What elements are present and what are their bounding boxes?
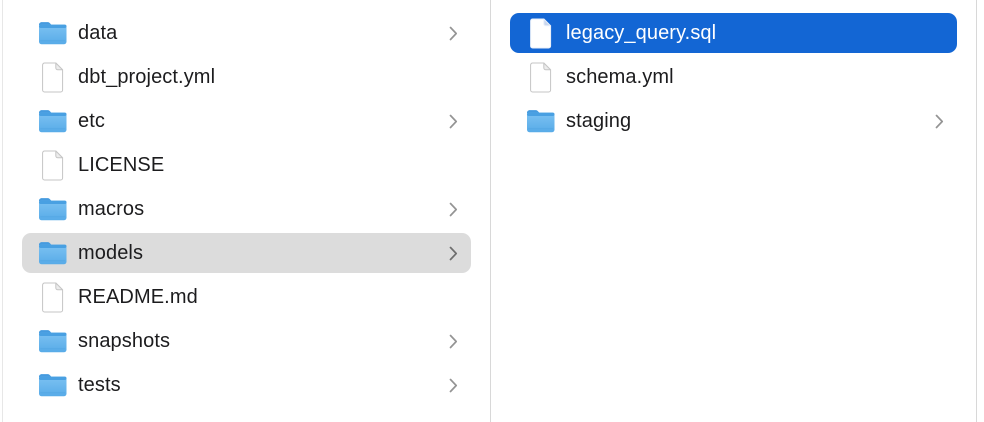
folder-row-tests[interactable]: tests [22, 365, 471, 405]
item-label: dbt_project.yml [78, 65, 216, 88]
left-edge-divider [0, 0, 3, 422]
folder-icon [37, 240, 68, 266]
file-icon [37, 150, 68, 181]
file-icon [525, 62, 556, 93]
finder-column-models[interactable]: legacy_query.sql [491, 0, 977, 422]
item-label: README.md [78, 285, 198, 308]
file-icon [37, 62, 68, 93]
folder-row-etc[interactable]: etc [22, 101, 471, 141]
chevron-right-icon [935, 114, 944, 129]
chevron-right-icon [449, 334, 458, 349]
folder-icon [37, 108, 68, 134]
item-label: tests [78, 373, 121, 396]
item-label: schema.yml [566, 65, 674, 88]
item-label: data [78, 21, 118, 44]
item-label: etc [78, 109, 105, 132]
folder-icon [37, 372, 68, 398]
chevron-right-icon [449, 378, 458, 393]
chevron-right-icon [449, 26, 458, 41]
next-column-placeholder [977, 0, 984, 422]
chevron-right-icon [449, 114, 458, 129]
file-row-schema-yml[interactable]: schema.yml [510, 57, 957, 97]
folder-icon [37, 196, 68, 222]
folder-icon [37, 20, 68, 46]
file-row-dbt-project-yml[interactable]: dbt_project.yml [22, 57, 471, 97]
file-icon [37, 282, 68, 313]
file-row-readme-md[interactable]: README.md [22, 277, 471, 317]
folder-row-macros[interactable]: macros [22, 189, 471, 229]
item-label: models [78, 241, 144, 264]
finder-column-parent[interactable]: data [3, 0, 491, 422]
chevron-right-icon [449, 246, 458, 261]
chevron-right-icon [449, 202, 458, 217]
item-label: LICENSE [78, 153, 165, 176]
folder-row-data[interactable]: data [22, 13, 471, 53]
folder-icon [525, 108, 556, 134]
item-label: macros [78, 197, 145, 220]
item-label: staging [566, 109, 632, 132]
folder-icon [37, 328, 68, 354]
item-label: snapshots [78, 329, 171, 352]
folder-row-snapshots[interactable]: snapshots [22, 321, 471, 361]
folder-row-staging[interactable]: staging [510, 101, 957, 141]
file-row-license[interactable]: LICENSE [22, 145, 471, 185]
item-label: legacy_query.sql [566, 21, 717, 44]
file-icon [525, 18, 556, 49]
folder-row-models[interactable]: models [22, 233, 471, 273]
file-row-legacy-query-sql[interactable]: legacy_query.sql [510, 13, 957, 53]
